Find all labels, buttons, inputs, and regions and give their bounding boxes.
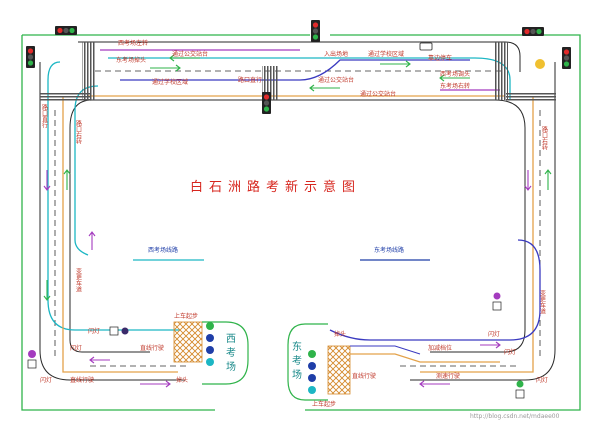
car-icon (419, 42, 433, 51)
east-field-char-2: 考 (292, 355, 302, 367)
label-pass-school-top: 通过学校区域 (368, 50, 404, 58)
label-east-straight: 直线行驶 (352, 372, 376, 380)
label-pass-bus-top: 通过公交站台 (172, 50, 208, 58)
label-west-straight2: 直线行驶 (70, 376, 94, 384)
crosswalks (40, 42, 556, 102)
label-west-flash3: 闪灯 (40, 376, 52, 384)
watermark: http://blog.csdn.net/mdaee00 (470, 413, 560, 420)
signal-dot-icon (535, 59, 545, 69)
label-east-flash1: 闪灯 (488, 330, 500, 338)
west-field-char-1: 西 (226, 334, 236, 345)
east-route-label: 东考场线路 (374, 246, 404, 254)
traffic-light-icon (562, 47, 571, 69)
label-pull-over: 靠边停车 (428, 54, 452, 62)
east-field-char-1: 东 (292, 340, 302, 353)
label-pass-school-a: 通过学校区域 (152, 78, 188, 86)
west-field (27, 321, 249, 385)
label-west-flash1: 闪灯 (88, 327, 100, 335)
label-west-flash2: 闪灯 (70, 344, 82, 352)
label-left-straight: 路口直行 (41, 103, 48, 129)
label-pass-bus-mid: 通过公交站台 (318, 76, 354, 84)
label-enter-exit: 入出场地 (324, 50, 348, 58)
label-road-crossing: 路口直行 (238, 76, 262, 84)
label-west-uturn: 掉头 (176, 376, 188, 384)
label-east-u-turn: 西考场调头 (440, 70, 470, 78)
lane-dashes (54, 70, 541, 367)
route-lines (21, 34, 581, 411)
label-west-straight: 直线行驶 (140, 344, 164, 352)
traffic-light-icon (522, 27, 544, 36)
label-east-turnback: 掉头 (334, 330, 346, 338)
label-east-flash2: 闪灯 (504, 348, 516, 356)
traffic-light-icon (262, 92, 271, 114)
east-field-char-3: 场 (292, 368, 302, 381)
direction-arrows (43, 54, 552, 388)
label-right-right-turn: 路口右转 (541, 125, 548, 151)
label-left-right-turn: 路口右转 (75, 119, 82, 145)
label-pass-bus-right: 通过公交站台 (360, 90, 396, 98)
traffic-light-icon (311, 20, 320, 42)
west-field-char-2: 考 (226, 347, 236, 359)
label-east-straight2: 测速行驶 (436, 372, 460, 380)
west-field-char-3: 场 (226, 360, 236, 373)
label-left-change-lane: 变更车道 (75, 267, 82, 293)
label-west-start: 上车起步 (174, 312, 198, 320)
label-east-accel: 加减档位 (428, 344, 452, 352)
traffic-light-icon (55, 26, 77, 35)
label-east-flash3: 闪灯 (536, 376, 548, 384)
traffic-light-icon (26, 46, 35, 68)
west-route-label: 西考场线路 (148, 246, 178, 254)
diagram-title: 白石洲路考新示意图 (190, 179, 361, 195)
label-east-start: 上车起步 (312, 400, 336, 408)
label-top-left-turn: 西考场左转 (118, 39, 148, 47)
east-field (287, 292, 525, 401)
outer-road-edges (39, 41, 556, 381)
label-east-right-turn: 东考场右转 (440, 82, 470, 90)
label-right-change-lane: 变更车道 (539, 289, 546, 315)
label-top-u-turn: 东考场掉头 (116, 56, 146, 64)
